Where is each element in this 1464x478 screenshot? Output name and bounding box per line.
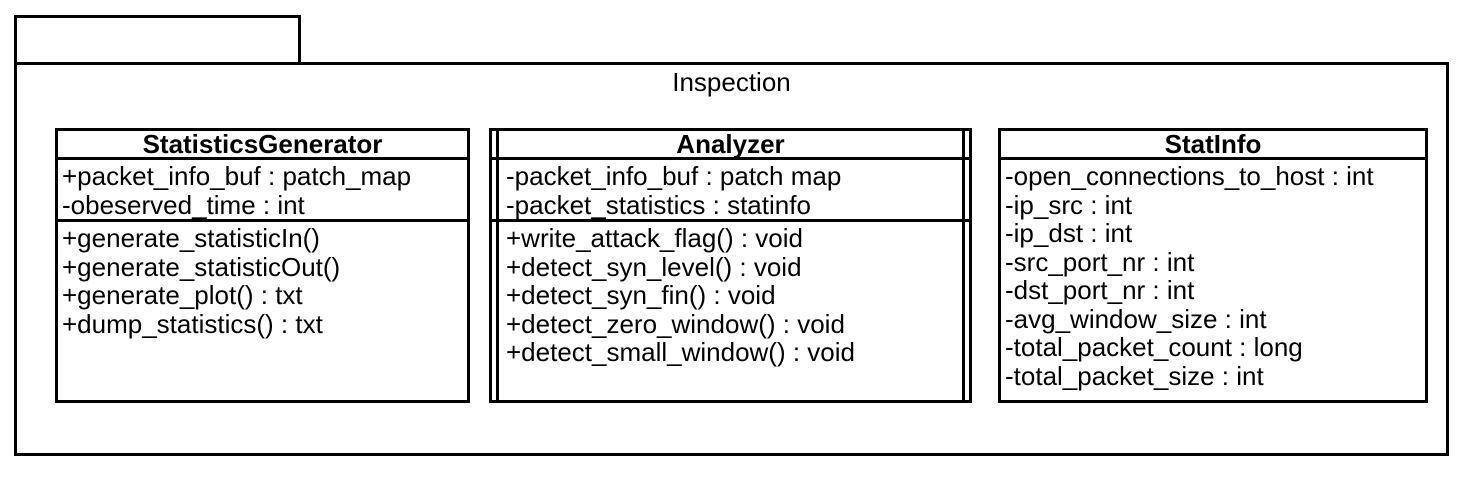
methods-compartment: +generate_statisticIn()+generate_statist…: [58, 222, 467, 400]
method-row: +generate_statisticOut(): [62, 251, 341, 282]
class-title: StatInfo: [1001, 131, 1425, 160]
attribute-row: -packet_statistics : statinfo: [506, 189, 811, 220]
attribute-row: -open_connections_to_host : int: [1005, 161, 1374, 191]
active-class-left-bar: [496, 131, 499, 400]
class-title: Analyzer: [492, 131, 969, 160]
attribute-row: -src_port_nr : int: [1005, 246, 1195, 277]
class-box-statinfo: StatInfo -open_connections_to_host : int…: [998, 128, 1428, 403]
attributes-compartment: +packet_info_buf : patch_map-obeserved_t…: [58, 160, 467, 222]
attribute-row: -total_packet_size : int: [1005, 360, 1264, 391]
attribute-row: -avg_window_size : int: [1005, 303, 1267, 334]
method-row: +dump_statistics() : txt: [62, 308, 323, 339]
method-row: +detect_small_window() : void: [506, 337, 855, 367]
attribute-row: -ip_dst : int: [1005, 218, 1133, 248]
class-box-statistics-generator: StatisticsGenerator +packet_info_buf : p…: [55, 128, 470, 403]
class-title: StatisticsGenerator: [58, 131, 467, 160]
attribute-row: -dst_port_nr : int: [1005, 275, 1195, 305]
package-title: Inspection: [672, 67, 791, 97]
attribute-row: -ip_src : int: [1005, 189, 1133, 220]
method-row: +write_attack_flag() : void: [506, 223, 803, 253]
method-row: +detect_syn_level() : void: [506, 251, 802, 282]
active-class-right-bar: [962, 131, 965, 400]
method-row: +generate_plot() : txt: [62, 280, 303, 310]
attributes-compartment: -packet_info_buf : patch map-packet_stat…: [492, 160, 969, 222]
attribute-row: -total_packet_count : long: [1005, 332, 1303, 362]
attribute-row: -packet_info_buf : patch map: [506, 161, 842, 191]
attribute-row: +packet_info_buf : patch_map: [62, 161, 412, 191]
method-row: +detect_syn_fin() : void: [506, 280, 776, 310]
method-row: +generate_statisticIn(): [62, 223, 320, 253]
attribute-row: -obeserved_time : int: [62, 189, 305, 220]
method-row: +detect_zero_window() : void: [506, 308, 845, 339]
methods-compartment: +write_attack_flag() : void+detect_syn_l…: [492, 222, 969, 400]
attributes-compartment: -open_connections_to_host : int-ip_src :…: [1001, 160, 1425, 400]
class-box-analyzer: Analyzer -packet_info_buf : patch map-pa…: [489, 128, 972, 403]
package-tab: [14, 15, 301, 65]
